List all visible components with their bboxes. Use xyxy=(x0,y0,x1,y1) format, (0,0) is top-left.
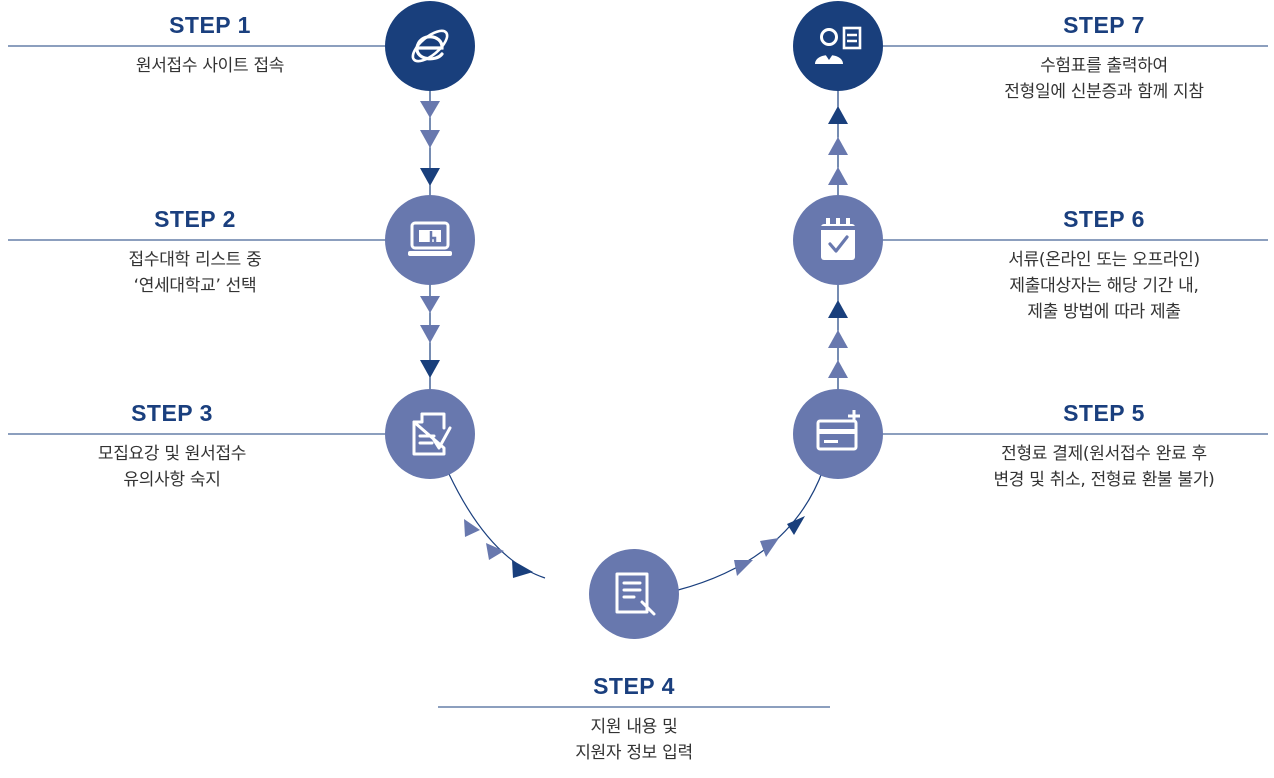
step-desc-line: 원서접수 사이트 접속 xyxy=(135,56,285,76)
step-circle-4 xyxy=(589,549,679,639)
step-desc-line: 서류(온라인 또는 오프라인) xyxy=(1008,250,1200,270)
arrow-up xyxy=(828,330,848,348)
arrow-curve xyxy=(734,560,753,576)
step-circle-1 xyxy=(385,1,475,91)
arrow-curve xyxy=(464,519,480,537)
arrow-up xyxy=(828,106,848,124)
step-desc-line: ‘연세대학교’ 선택 xyxy=(133,276,257,296)
step-description: 접수대학 리스트 중 ‘연세대학교’ 선택 xyxy=(45,247,345,299)
step-5: STEP 5 전형료 결제(원서접수 완료 후 변경 및 취소, 전형료 환불 … xyxy=(954,398,1254,493)
arrow-up xyxy=(828,360,848,378)
step-description: 지원 내용 및 지원자 정보 입력 xyxy=(484,714,784,766)
arrow-down xyxy=(420,168,440,186)
step-description: 서류(온라인 또는 오프라인) 제출대상자는 해당 기간 내, 제출 방법에 따… xyxy=(954,247,1254,325)
step-6: STEP 6 서류(온라인 또는 오프라인) 제출대상자는 해당 기간 내, 제… xyxy=(954,204,1254,325)
step-desc-line: 제출대상자는 해당 기간 내, xyxy=(1009,276,1199,296)
step-title: STEP 4 xyxy=(593,673,675,699)
step-desc-line: 변경 및 취소, 전형료 환불 불가) xyxy=(993,470,1215,490)
step-7: STEP 7 수험표를 출력하여 전형일에 신분증과 함께 지참 xyxy=(954,10,1254,105)
step-desc-line: 전형료 결제(원서접수 완료 후 xyxy=(1001,444,1207,464)
step-4: STEP 4 지원 내용 및 지원자 정보 입력 xyxy=(484,671,784,766)
arrow-up xyxy=(828,137,848,155)
step-desc-line: 전형일에 신분증과 함께 지참 xyxy=(1004,82,1204,102)
step-1: STEP 1 원서접수 사이트 접속 xyxy=(60,10,360,79)
step-2: STEP 2 접수대학 리스트 중 ‘연세대학교’ 선택 xyxy=(45,204,345,299)
step-description: 전형료 결제(원서접수 완료 후 변경 및 취소, 전형료 환불 불가) xyxy=(954,441,1254,493)
arrow-down xyxy=(420,101,440,118)
arrow-down xyxy=(420,296,440,313)
step-title: STEP 7 xyxy=(1063,12,1145,38)
step-description: 원서접수 사이트 접속 xyxy=(60,53,360,79)
arrow-down xyxy=(420,360,440,378)
arrow-up xyxy=(828,167,848,185)
step-circle-7 xyxy=(793,1,883,91)
step-title: STEP 2 xyxy=(154,206,236,232)
connector-curve xyxy=(448,473,546,579)
step-desc-line: 유의사항 숙지 xyxy=(123,470,221,490)
arrow-down xyxy=(420,325,440,343)
step-description: 수험표를 출력하여 전형일에 신분증과 함께 지참 xyxy=(954,53,1254,105)
step-desc-line: 제출 방법에 따라 제출 xyxy=(1027,302,1181,322)
arrow-curve xyxy=(486,543,504,560)
step-title: STEP 6 xyxy=(1063,206,1145,232)
step-desc-line: 수험표를 출력하여 xyxy=(1040,56,1168,76)
arrow-down xyxy=(420,130,440,148)
step-title: STEP 3 xyxy=(131,400,213,426)
document-edit-icon xyxy=(615,572,656,616)
arrow-curve xyxy=(787,516,805,535)
step-title: STEP 5 xyxy=(1063,400,1145,426)
step-desc-line: 접수대학 리스트 중 xyxy=(128,250,262,270)
calendar-check-icon xyxy=(821,218,855,260)
step-title: STEP 1 xyxy=(169,12,251,38)
arrow-curve xyxy=(512,560,533,578)
document-check-icon xyxy=(412,412,452,456)
step-desc-line: 지원자 정보 입력 xyxy=(575,743,693,763)
internet-explorer-icon xyxy=(411,29,449,63)
credit-card-icon xyxy=(816,410,860,451)
step-3: STEP 3 모집요강 및 원서접수 유의사항 숙지 xyxy=(22,398,322,493)
step-description: 모집요강 및 원서접수 유의사항 숙지 xyxy=(22,441,322,493)
id-card-icon xyxy=(815,26,862,64)
arrow-curve xyxy=(760,538,779,557)
connector-curve xyxy=(677,469,824,591)
step-desc-line: 지원 내용 및 xyxy=(590,717,678,737)
arrow-up xyxy=(828,300,848,318)
step-desc-line: 모집요강 및 원서접수 xyxy=(97,444,247,464)
computer-click-icon xyxy=(408,221,452,256)
